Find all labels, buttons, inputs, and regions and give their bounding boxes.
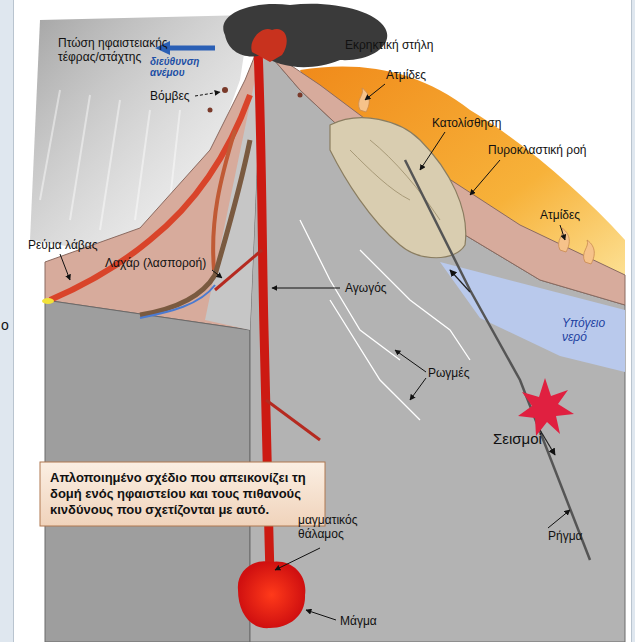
part-label: Πυροκλαστική ροή <box>488 143 586 157</box>
caption-text: Απλοποιημένο σχέδιο που απεικονίζει τη δ… <box>50 470 315 518</box>
caption-box-ground <box>40 462 325 526</box>
part-label: διεύθυνση ανέμου <box>150 56 220 78</box>
part-label: Αγωγός <box>345 281 387 295</box>
part-label: Ατμίδες <box>540 208 580 222</box>
part-label: μαγματικός θάλαμος <box>298 513 393 541</box>
part-label: Ρήγμα <box>548 529 583 543</box>
part-label: Ρωγμές <box>428 366 469 380</box>
part-label: Κατολίσθηση <box>432 116 501 130</box>
part-label: Ρεύμα λάβας <box>28 238 97 252</box>
part-label: ο <box>1 318 9 332</box>
part-label: Σεισμοί <box>493 430 542 447</box>
part-label: Ατμίδες <box>386 68 426 82</box>
part-label: Εκρηκτική στήλη <box>345 38 433 52</box>
part-label: Βόμβες <box>150 89 190 103</box>
part-label: Υπόγειο νερό <box>562 316 618 344</box>
part-label: Λαχάρ (λασποροή) <box>105 256 206 270</box>
part-label: Μάγμα <box>340 614 377 628</box>
caption-box: Απλοποιημένο σχέδιο που απεικονίζει τη δ… <box>40 462 325 526</box>
